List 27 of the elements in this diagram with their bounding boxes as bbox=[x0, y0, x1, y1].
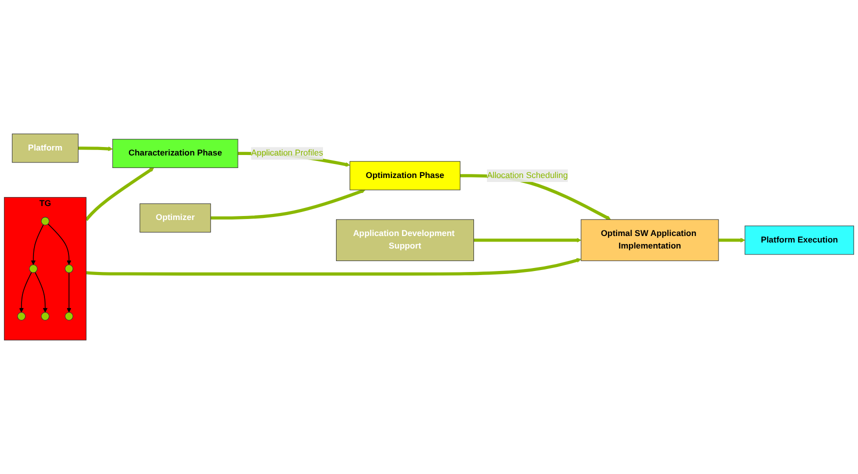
node-circle bbox=[64, 312, 74, 321]
arrow bbox=[474, 238, 582, 242]
node-box: Platform Execution bbox=[744, 226, 854, 255]
node-circle bbox=[64, 264, 74, 273]
arrow bbox=[34, 272, 48, 313]
node-circle bbox=[17, 312, 26, 321]
arrow bbox=[30, 224, 44, 265]
arrow bbox=[86, 258, 582, 276]
node-box: Optimal SW Application Implementation bbox=[580, 219, 719, 262]
node-circle bbox=[40, 312, 50, 321]
arrow bbox=[84, 168, 154, 221]
node-box: Platform bbox=[12, 134, 78, 163]
node-box: Application Development Support bbox=[336, 219, 474, 262]
node-circle bbox=[40, 216, 50, 226]
arrow bbox=[718, 238, 746, 242]
node-circle bbox=[29, 264, 38, 273]
node-box: Optimization Phase bbox=[350, 161, 460, 190]
arrow bbox=[66, 272, 72, 313]
node-box: Characterization Phase bbox=[112, 138, 238, 168]
node-box: Optimizer bbox=[140, 203, 211, 232]
edge-label: Application Profiles bbox=[251, 148, 324, 158]
arrow bbox=[210, 189, 366, 220]
edge-label: Allocation Scheduling bbox=[486, 170, 568, 180]
arrow bbox=[78, 146, 113, 152]
arrow bbox=[19, 272, 32, 313]
cluster: TG bbox=[4, 197, 86, 340]
arrow bbox=[48, 224, 72, 265]
